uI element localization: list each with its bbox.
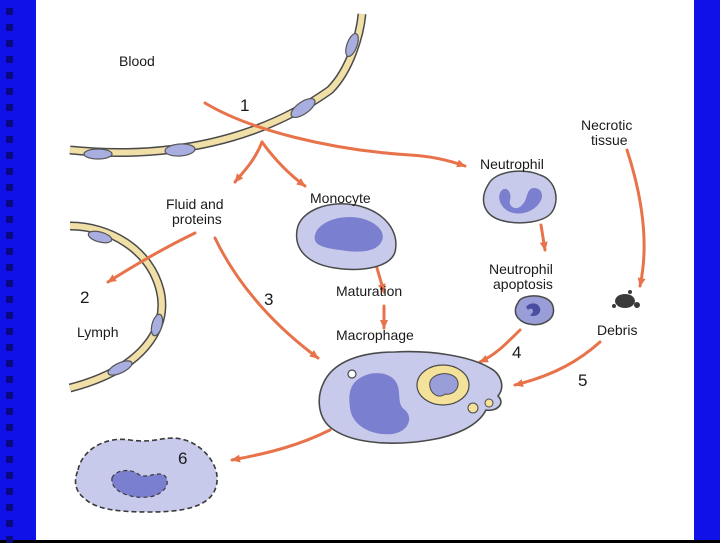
- apoptosis-label-line1: Neutrophil: [489, 261, 553, 277]
- border-square: [6, 344, 13, 351]
- neutrophil-cell: [482, 170, 557, 224]
- endothelial-cell: [107, 360, 133, 376]
- arrow-to-fluid: [233, 140, 264, 184]
- neutrophil-label: Neutrophil: [480, 156, 544, 172]
- border-square: [6, 232, 13, 239]
- endothelial-cell: [164, 143, 196, 157]
- right-border: [694, 0, 720, 540]
- border-square: [6, 8, 13, 15]
- border-square: [6, 24, 13, 31]
- macrophage-cell: [318, 350, 503, 444]
- step-number: 2: [80, 288, 90, 307]
- macrophage-label: Macrophage: [336, 327, 414, 343]
- border-square: [6, 280, 13, 287]
- border-square: [6, 184, 13, 191]
- border-square: [6, 168, 13, 175]
- apoptotic-neutrophil: [514, 295, 555, 326]
- border-square: [6, 440, 13, 447]
- border-square: [6, 152, 13, 159]
- arrow-maturation: [375, 266, 386, 294]
- arrow-to-apoptosis: [539, 223, 548, 252]
- border-square: [6, 264, 13, 271]
- monocyte-cell: [295, 203, 397, 271]
- left-border: [0, 0, 36, 543]
- border-square: [6, 520, 13, 527]
- border-square: [6, 456, 13, 463]
- endothelial-cell: [150, 313, 164, 337]
- apoptosis-label-line2: apoptosis: [493, 276, 553, 292]
- border-square: [6, 136, 13, 143]
- border-square: [6, 104, 13, 111]
- border-square: [6, 360, 13, 367]
- border-square: [6, 200, 13, 207]
- endothelial-cell: [345, 32, 359, 58]
- border-square: [6, 216, 13, 223]
- monocyte-label: Monocyte: [310, 190, 371, 206]
- debris: [612, 290, 640, 308]
- arrow-to-neutrophil: [203, 101, 467, 168]
- step-number: 5: [578, 371, 588, 390]
- border-square: [6, 392, 13, 399]
- step-number: 3: [264, 290, 274, 309]
- step-number: 6: [178, 449, 188, 468]
- step-number: 1: [240, 96, 250, 115]
- arrow-to-monocyte: [260, 140, 307, 188]
- maturation-label: Maturation: [336, 283, 403, 299]
- endothelial-cell: [290, 97, 316, 119]
- arrow-4: [478, 328, 522, 364]
- border-square: [6, 488, 13, 495]
- arrow-6: [230, 428, 332, 463]
- lymph-label: Lymph: [77, 324, 119, 340]
- step-number: 4: [512, 343, 522, 362]
- border-square: [6, 120, 13, 127]
- arrow-to-debris: [625, 148, 646, 288]
- blood-vessel: [69, 13, 367, 160]
- necrotic-label-line2: tissue: [591, 132, 628, 148]
- arrow-to-lymph: [106, 231, 197, 284]
- arrows: [106, 101, 646, 463]
- border-square: [6, 72, 13, 79]
- border-square: [6, 424, 13, 431]
- border-square: [6, 328, 13, 335]
- endothelial-cell: [83, 148, 113, 160]
- blood-label: Blood: [119, 53, 155, 69]
- border-square: [6, 88, 13, 95]
- arrow-to-macrophage-3: [213, 236, 320, 360]
- fluid-label-line2: proteins: [172, 211, 222, 227]
- necrotic-label-line1: Necrotic: [581, 117, 633, 133]
- arrow-5: [513, 340, 602, 387]
- endothelial-cell: [87, 230, 113, 244]
- lymph-vessel: [68, 221, 167, 393]
- border-square: [6, 296, 13, 303]
- border-square: [6, 472, 13, 479]
- border-square: [6, 504, 13, 511]
- border-square: [6, 248, 13, 255]
- debris-label: Debris: [597, 322, 638, 338]
- border-square: [6, 312, 13, 319]
- dying-cell: [74, 437, 218, 513]
- fluid-label-line1: Fluid and: [166, 196, 224, 212]
- border-square: [6, 408, 13, 415]
- border-square: [6, 40, 13, 47]
- border-square: [6, 376, 13, 383]
- border-square: [6, 56, 13, 63]
